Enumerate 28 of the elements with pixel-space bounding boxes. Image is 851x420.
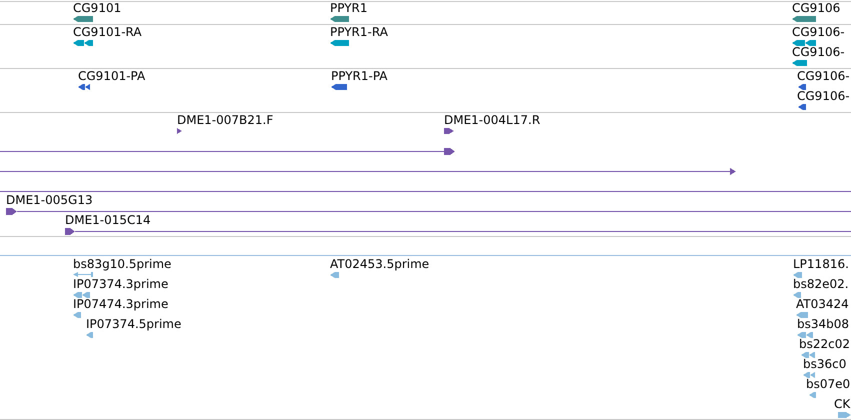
feature-label: bs83g10.5prime: [73, 258, 172, 271]
feature-label: bs22c02: [799, 338, 850, 351]
feature-label: DME1-007B21.F: [177, 114, 274, 127]
feature-label: bs82e02.: [793, 278, 849, 291]
feature-label: CG9106-: [797, 70, 850, 83]
feature-label: bs36c0: [803, 358, 846, 371]
feature-label: DME1-015C14: [65, 214, 151, 227]
feature-label: bs34b08: [797, 318, 850, 331]
feature-label: bs07e0: [806, 378, 850, 391]
feature-label: CG9106: [792, 2, 840, 15]
feature-label: CG9106-: [797, 90, 850, 103]
feature-label: CG9106-: [792, 26, 845, 39]
feature-label: PPYR1-PA: [331, 70, 388, 83]
feature-label: CK: [834, 398, 850, 411]
feature-label: PPYR1: [330, 2, 368, 15]
feature-label: AT02453.5prime: [330, 258, 430, 271]
feature-label: DME1-005G13: [6, 194, 93, 207]
feature-label: IP07374.5prime: [86, 318, 182, 331]
feature-label: CG9101: [73, 2, 122, 15]
feature-label: LP11816.: [793, 258, 849, 271]
feature-label: CG9101-RA: [73, 26, 142, 39]
feature-label: CG9106-: [792, 46, 845, 59]
feature-label: PPYR1-RA: [330, 26, 388, 39]
feature-label: AT03424: [796, 298, 849, 311]
feature-label: DME1-004L17.R: [444, 114, 540, 127]
feature-label: CG9101-PA: [78, 70, 146, 83]
feature-label: IP07374.3prime: [73, 278, 168, 291]
feature-label: IP07474.3prime: [73, 298, 168, 311]
